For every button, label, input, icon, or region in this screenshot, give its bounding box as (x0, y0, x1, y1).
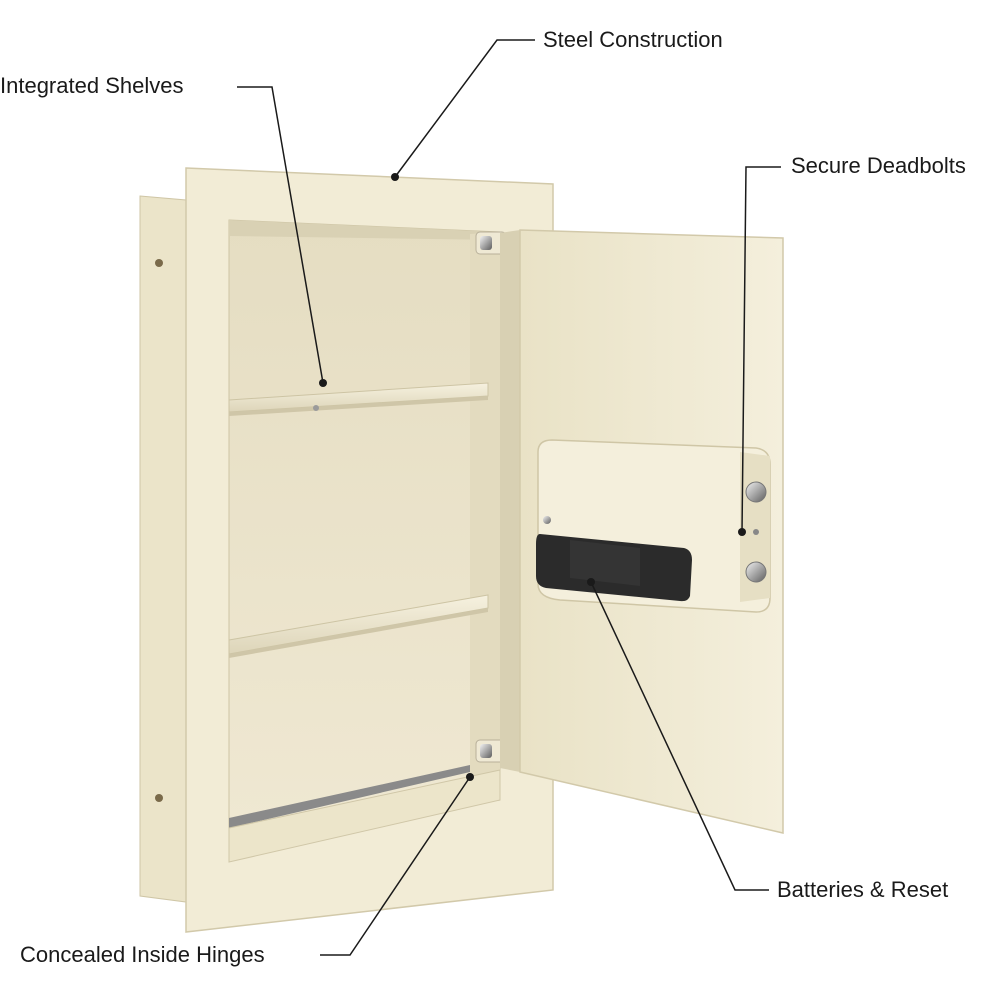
callout-batteries-reset: Batteries & Reset (777, 877, 949, 902)
deadbolt-upper (745, 481, 767, 503)
bottom-frame-ledge (228, 769, 501, 863)
lock-housing (536, 439, 771, 613)
leader-shelves (237, 86, 324, 384)
shelf-upper (228, 382, 489, 416)
leader-deadbolts (741, 166, 781, 533)
safe-door (500, 229, 784, 834)
safe-body (139, 167, 554, 933)
leader-hinges (320, 776, 471, 956)
leader-steel (394, 39, 535, 178)
deadbolt-pin (753, 529, 759, 535)
hinge-top (475, 231, 507, 255)
mount-hole-bottom (155, 794, 163, 802)
mount-hole-top (155, 259, 163, 267)
shelf-lower (228, 594, 489, 658)
leader-batteries (590, 581, 769, 891)
bottom-felt-liner (229, 765, 470, 828)
safe-side-panel (139, 195, 187, 903)
deadbolt-lower (745, 561, 767, 583)
callout-steel-construction: Steel Construction (543, 27, 723, 52)
door-edge (500, 230, 520, 772)
reset-screw (543, 516, 551, 524)
interior-right-wall (470, 232, 500, 800)
callout-concealed-hinges: Concealed Inside Hinges (20, 942, 265, 967)
safe-interior (228, 219, 501, 831)
leader-lines (237, 39, 781, 956)
callout-integrated-shelves: Integrated Shelves (0, 73, 184, 98)
callout-secure-deadbolts: Secure Deadbolts (791, 153, 966, 178)
